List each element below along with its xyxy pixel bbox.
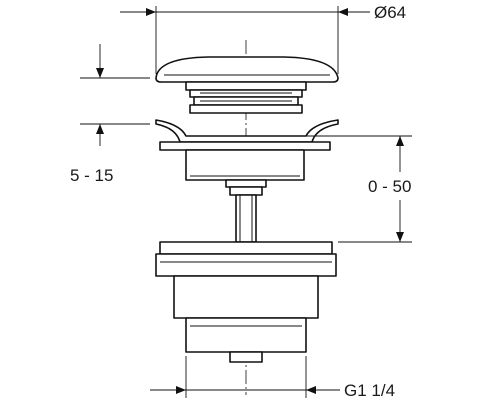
cap-diameter-dimension: Ø64 — [120, 3, 406, 74]
thread-size-label: G1 1/4 — [344, 381, 395, 400]
stem — [225, 179, 267, 243]
thread-dimension: G1 1/4 — [150, 356, 395, 400]
adjustment-dimension: 0 - 50 — [306, 135, 412, 243]
push-mechanism — [185, 81, 307, 114]
adjustment-range-label: 0 - 50 — [368, 177, 411, 196]
upper-body — [159, 141, 331, 181]
drain-cap — [155, 56, 339, 83]
lower-body — [155, 241, 337, 363]
cap-diameter-label: Ø64 — [374, 3, 406, 22]
stroke-range-label: 5 - 15 — [70, 166, 113, 185]
stroke-dimension: 5 - 15 — [70, 44, 150, 185]
drain-flange — [155, 119, 339, 143]
